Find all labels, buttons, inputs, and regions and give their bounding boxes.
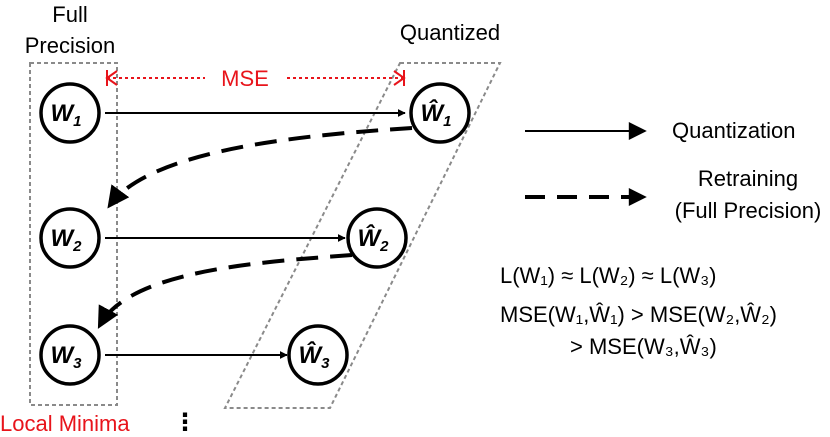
ellipsis: ⋮ bbox=[173, 408, 197, 436]
node-w3-hat: Ŵ3 bbox=[287, 324, 349, 386]
node-w1-hat: Ŵ1 bbox=[409, 82, 471, 144]
retrain-arrow-2 bbox=[97, 253, 353, 329]
node-w1-hat-base: Ŵ bbox=[421, 99, 446, 127]
svg-text:W1: W1 bbox=[51, 100, 82, 130]
node-w3-hat-base: Ŵ bbox=[299, 341, 324, 369]
mse-label: MSE bbox=[221, 66, 269, 91]
node-w2: W2 bbox=[39, 207, 101, 269]
full-precision-box bbox=[29, 62, 118, 406]
svg-text:W3: W3 bbox=[51, 342, 83, 372]
svg-text:Ŵ1: Ŵ1 bbox=[421, 99, 452, 130]
mse-right-cap bbox=[393, 70, 406, 86]
equation-mse-1: MSE(W₁,Ŵ₁) > MSE(W₂,Ŵ₂) bbox=[500, 302, 777, 327]
svg-text:W2: W2 bbox=[51, 225, 83, 255]
legend-retraining-label-line1: Retraining bbox=[698, 166, 798, 191]
node-w1-sub: 1 bbox=[73, 113, 81, 130]
equation-mse-2: > MSE(W₃,Ŵ₃) bbox=[570, 334, 717, 359]
node-w2-hat-base: Ŵ bbox=[358, 224, 383, 252]
equation-loss: L(W₁) ≈ L(W₂) ≈ L(W₃) bbox=[500, 263, 716, 288]
node-w2-sub: 2 bbox=[72, 238, 82, 255]
svg-text:Ŵ2: Ŵ2 bbox=[358, 224, 390, 255]
node-w3-hat-sub: 3 bbox=[321, 355, 330, 372]
node-w3: W3 bbox=[39, 324, 101, 386]
node-w2-hat-sub: 2 bbox=[379, 238, 389, 255]
quantized-label: Quantized bbox=[400, 20, 500, 45]
node-w2-base: W bbox=[51, 225, 76, 252]
node-w1-hat-sub: 1 bbox=[443, 113, 451, 130]
svg-text:Ŵ3: Ŵ3 bbox=[299, 341, 331, 372]
node-w3-sub: 3 bbox=[73, 355, 82, 372]
node-w2-hat: Ŵ2 bbox=[346, 207, 408, 269]
legend-quantization-label: Quantization bbox=[672, 118, 796, 143]
node-w3-base: W bbox=[51, 342, 76, 369]
mse-left-cap bbox=[105, 70, 118, 86]
mse-label-bg bbox=[205, 62, 287, 92]
local-minima-label: Local Minima bbox=[0, 411, 130, 436]
quantized-region bbox=[223, 62, 502, 409]
legend-retraining-label-line2: (Full Precision) bbox=[675, 198, 822, 223]
full-precision-label-line1: Full bbox=[52, 2, 87, 27]
full-precision-label-line2: Precision bbox=[25, 33, 115, 58]
node-w1-base: W bbox=[51, 100, 76, 127]
node-w1: W1 bbox=[39, 82, 101, 144]
retrain-arrow-1 bbox=[107, 126, 413, 209]
